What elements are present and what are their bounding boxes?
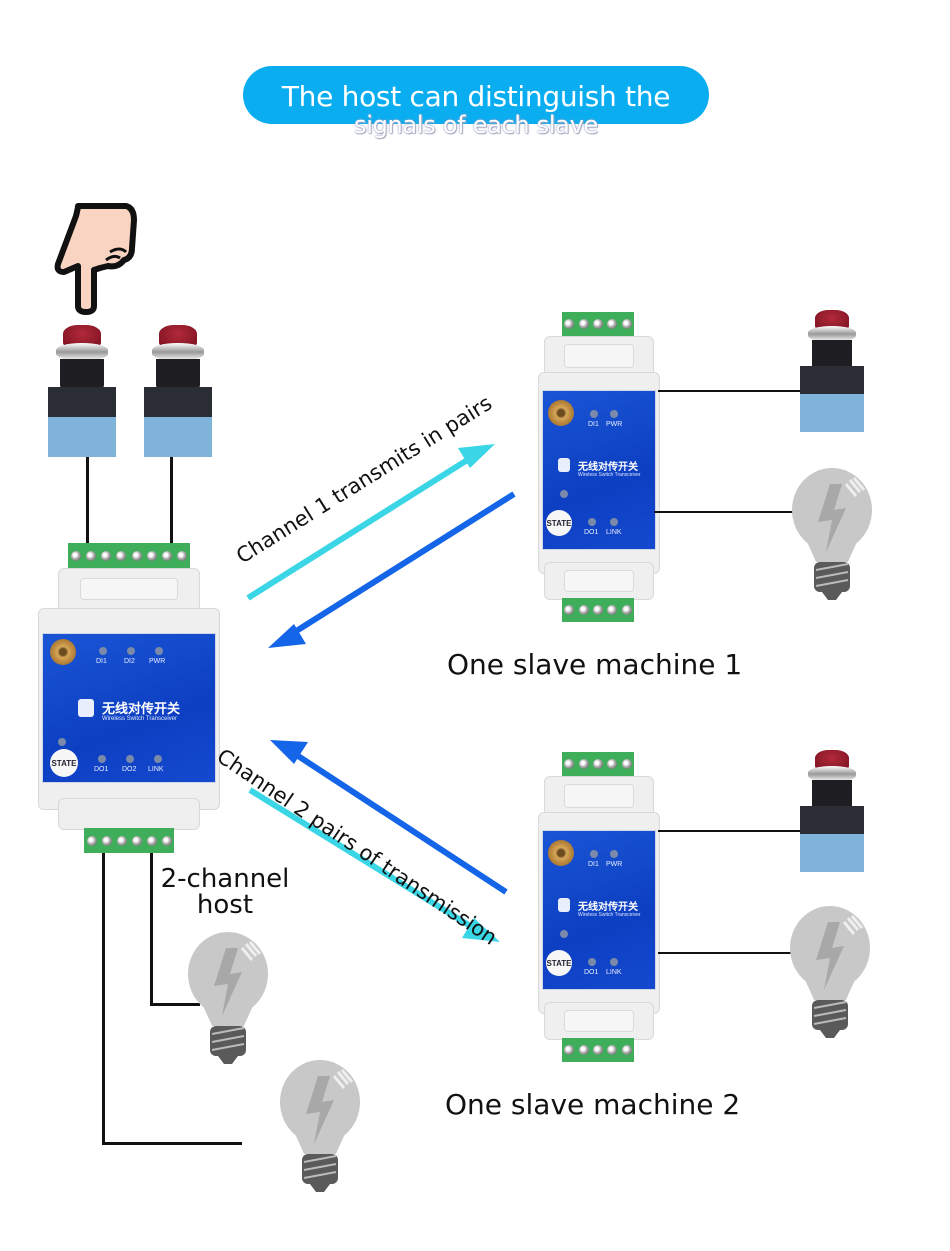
led-indicator — [610, 958, 618, 966]
brand-name-cn: 无线对传开关 — [578, 902, 638, 913]
wire — [170, 457, 173, 545]
push-button-icon — [46, 325, 118, 457]
arrow-to-slave2 — [248, 787, 482, 935]
led-indicator — [155, 647, 163, 655]
wire — [658, 390, 806, 392]
wire — [150, 1003, 200, 1006]
terminal-block — [84, 828, 174, 853]
led-label: PWR — [606, 861, 623, 868]
slave-2-device: DI1 PWR 无线对传开关 Wireless Switch Transceiv… — [538, 752, 660, 1064]
led-indicator — [560, 490, 568, 498]
light-bulb-icon — [788, 904, 872, 1044]
led-label: PWR — [606, 421, 623, 428]
terminal-block — [562, 1038, 634, 1062]
wire — [150, 853, 153, 1006]
host-device: DI1 DI2 PWR 无线对传开关 Wireless Switch Trans… — [38, 543, 220, 855]
arrow-head-icon — [270, 740, 308, 764]
pointing-hand-icon — [54, 203, 137, 315]
antenna-icon — [50, 639, 76, 665]
light-bulb-icon — [278, 1058, 362, 1198]
led-indicator — [154, 755, 162, 763]
led-label: DI2 — [124, 658, 135, 665]
banner-title-line1: The host can distinguish the — [281, 80, 671, 113]
wire — [86, 457, 89, 545]
terminal-block — [562, 312, 634, 336]
robot-logo-icon — [558, 898, 570, 912]
led-label: PWR — [149, 658, 166, 665]
led-indicator — [560, 930, 568, 938]
led-indicator — [99, 647, 107, 655]
led-label: DI1 — [588, 861, 599, 868]
brand-name-en: Wireless Switch Transceiver — [102, 716, 178, 722]
arrow-to-slave1 — [246, 449, 482, 601]
push-button-icon — [142, 325, 214, 457]
state-button[interactable]: STATE — [546, 510, 572, 536]
brand-name-en: Wireless Switch Transceiver — [578, 472, 641, 478]
banner-title-line2: signals of each slave — [354, 111, 598, 139]
led-label: LINK — [606, 529, 622, 536]
robot-logo-icon — [558, 458, 570, 472]
push-button-icon — [800, 750, 866, 872]
slave-2-label: One slave machine 2 — [445, 1088, 741, 1121]
arrow-head-icon — [458, 444, 495, 468]
wire — [654, 511, 802, 513]
led-indicator — [588, 958, 596, 966]
brand-name-cn: 无线对传开关 — [102, 702, 181, 717]
push-button-icon — [800, 310, 866, 432]
light-bulb-icon — [790, 466, 874, 606]
channel-1-arrows — [246, 444, 516, 648]
slave-1-device: DI1 PWR 无线对传开关 Wireless Switch Transceiv… — [538, 312, 660, 624]
host-label: 2-channel host — [150, 866, 300, 918]
host-label-line2: host — [196, 890, 254, 920]
slave-1-label: One slave machine 1 — [447, 648, 743, 681]
led-indicator — [58, 738, 66, 746]
led-indicator — [610, 518, 618, 526]
wire — [102, 1142, 242, 1145]
led-indicator — [126, 755, 134, 763]
terminal-block — [562, 752, 634, 776]
led-indicator — [590, 410, 598, 418]
wire — [658, 952, 792, 954]
led-indicator — [610, 850, 618, 858]
led-indicator — [98, 755, 106, 763]
brand-name-en: Wireless Switch Transceiver — [578, 912, 641, 918]
arrow-head-icon — [268, 624, 306, 648]
arrow-to-host — [280, 491, 516, 643]
title-banner — [243, 66, 709, 124]
led-label: DO1 — [584, 969, 599, 976]
robot-logo-icon — [78, 699, 94, 717]
led-indicator — [588, 518, 596, 526]
terminal-block — [562, 598, 634, 622]
wire — [658, 830, 806, 832]
led-indicator — [610, 410, 618, 418]
led-label: LINK — [606, 969, 622, 976]
wire — [102, 853, 105, 1145]
channel-2-arrows — [248, 740, 508, 942]
led-label: DI1 — [588, 421, 599, 428]
led-label: DI1 — [96, 658, 107, 665]
antenna-icon — [548, 840, 574, 866]
led-indicator — [127, 647, 135, 655]
state-button[interactable]: STATE — [50, 749, 78, 777]
brand-name-cn: 无线对传开关 — [578, 462, 638, 473]
led-label: LINK — [148, 766, 164, 773]
led-indicator — [590, 850, 598, 858]
host-label-line1: 2-channel — [160, 864, 290, 894]
terminal-block — [68, 543, 190, 568]
arrow-head-icon — [462, 918, 500, 942]
led-label: DO1 — [584, 529, 599, 536]
led-label: DO1 — [94, 766, 109, 773]
arrow-to-host — [290, 749, 508, 895]
led-label: DO2 — [122, 766, 137, 773]
antenna-icon — [548, 400, 574, 426]
state-button[interactable]: STATE — [546, 950, 572, 976]
